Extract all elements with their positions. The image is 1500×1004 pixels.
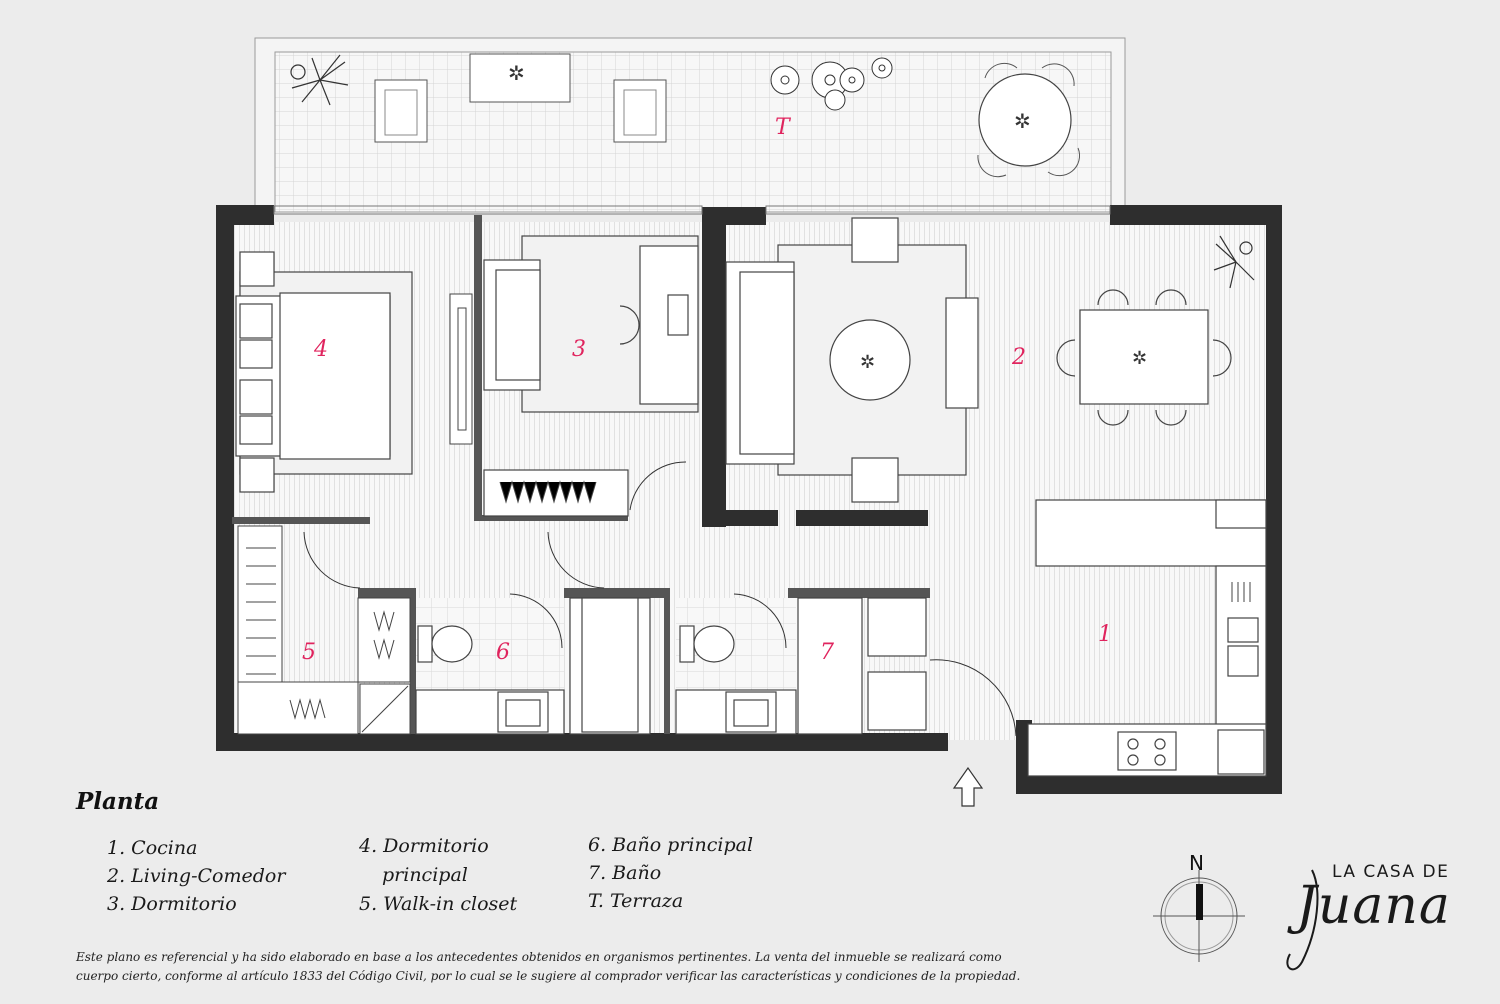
- legend-item-living-comedor: 2. Living-Comedor: [107, 865, 286, 887]
- legend-title: Planta: [76, 788, 160, 815]
- legend-column-2: 4. Dormitorio principal 5. Walk-in close…: [359, 832, 517, 919]
- room-number-7: 7: [820, 640, 834, 665]
- kitchen: [1027, 499, 1267, 777]
- plant-icon: [290, 54, 349, 106]
- legend-item-dormitorio-principal-cont: principal: [382, 864, 468, 886]
- flowers-icon: [770, 57, 893, 111]
- disclaimer: Este plano es referencial y ha sido elab…: [76, 948, 1136, 986]
- terrace-armchair: [613, 79, 667, 143]
- wardrobe: [449, 293, 473, 445]
- closet-hangers: [499, 480, 597, 504]
- dining-table: [1056, 289, 1232, 426]
- room-number-2: 2: [1011, 345, 1026, 370]
- plant-icon: ✲: [860, 352, 875, 373]
- terrace-armchair: [374, 79, 428, 143]
- svg-text:✲: ✲: [1014, 109, 1031, 133]
- windows: [273, 205, 1111, 215]
- terrace-coffee-table: [469, 53, 571, 103]
- room-number-3: 3: [572, 337, 586, 362]
- legend-item-dormitorio-principal: 4. Dormitorio: [359, 835, 489, 857]
- door-swing: [629, 461, 687, 511]
- entry-arrow-icon: [952, 766, 984, 807]
- legend-item-dormitorio: 3. Dormitorio: [107, 893, 237, 915]
- bathroom-7-fixtures: [675, 597, 927, 735]
- disclaimer-line-2: cuerpo cierto, conforme al artículo 1833…: [76, 969, 1021, 983]
- room-number-6: 6: [496, 640, 510, 665]
- legend-column-3: 6. Baño principal 7. Baño T. Terraza: [588, 831, 753, 915]
- room-number-5: 5: [302, 640, 316, 665]
- brand-name-top: LA CASA DE: [1332, 862, 1450, 882]
- brand-logo-script: Juana: [1296, 876, 1451, 936]
- legend-item-walk-in-closet: 5. Walk-in closet: [359, 893, 518, 915]
- door-swing: [509, 593, 563, 649]
- living-room-furniture: [725, 217, 979, 503]
- plant-icon: [1213, 235, 1255, 289]
- legend-item-bano: 7. Baño: [588, 862, 662, 884]
- door-swing: [733, 593, 787, 649]
- master-bed: [235, 251, 413, 493]
- walls: [216, 205, 1282, 794]
- plant-icon: ✲: [508, 61, 525, 85]
- plant-icon: ✲: [1132, 348, 1147, 369]
- legend-column-1: 1. Cocina 2. Living-Comedor 3. Dormitori…: [107, 834, 285, 918]
- legend-item-terraza: T. Terraza: [588, 890, 684, 912]
- walk-in-closet: [237, 525, 411, 735]
- terrace: ✲ ✲: [254, 37, 1126, 215]
- entry-door-swing: [929, 659, 1017, 737]
- north-label: N: [1189, 851, 1204, 875]
- disclaimer-line-1: Este plano es referencial y ha sido elab…: [76, 950, 1002, 964]
- north-compass-icon: [1153, 870, 1245, 962]
- legend-item-bano-principal: 6. Baño principal: [588, 834, 754, 856]
- room-number-1: 1: [1098, 622, 1112, 647]
- door-swing: [303, 531, 361, 589]
- legend-item-cocina: 1. Cocina: [107, 837, 198, 859]
- room-number-terraza: T: [775, 115, 792, 140]
- door-swing: [547, 531, 605, 589]
- room-number-4: 4: [313, 337, 328, 362]
- bathroom-6-fixtures: [415, 597, 651, 735]
- terrace-dining-table: ✲: [977, 62, 1081, 178]
- brand-swash: [1286, 869, 1319, 971]
